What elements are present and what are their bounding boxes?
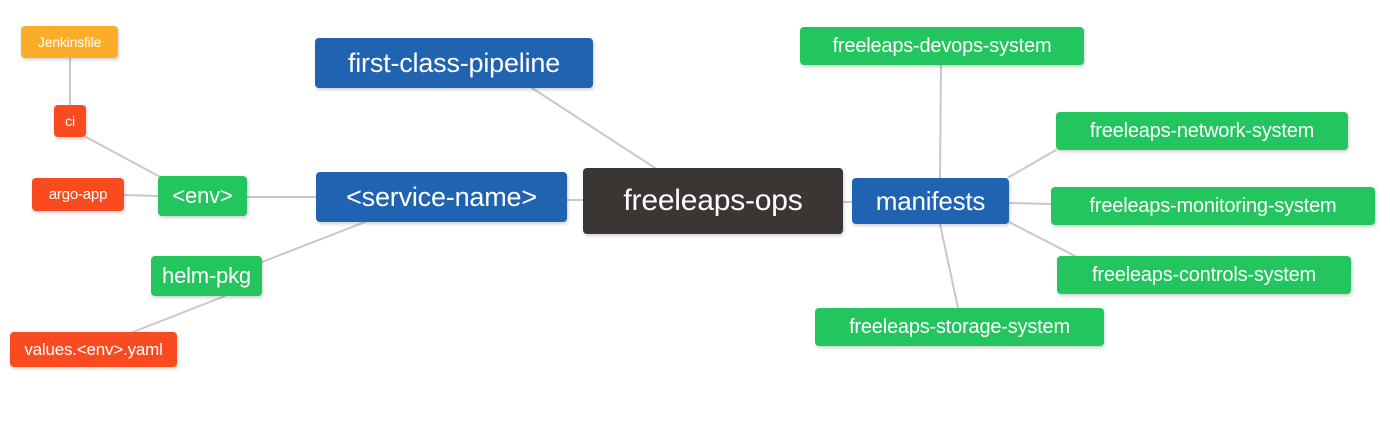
node-freeleaps-ops[interactable]: freeleaps-ops: [583, 168, 843, 234]
node-values-yaml[interactable]: values.<env>.yaml: [10, 332, 177, 367]
edge-ci-to-env: [85, 136, 163, 179]
node-label-helm-pkg: helm-pkg: [162, 263, 251, 288]
node-ci[interactable]: ci: [54, 105, 86, 137]
edge-first-class-pipeline-to-freeleaps-ops: [531, 87, 656, 169]
node-label-env: <env>: [172, 183, 233, 208]
node-label-first-class-pipeline: first-class-pipeline: [347, 47, 561, 78]
node-env[interactable]: <env>: [158, 176, 247, 216]
edge-helm-pkg-to-values-yaml: [132, 295, 226, 333]
node-argo-app[interactable]: argo-app: [32, 178, 124, 211]
node-first-class-pipeline[interactable]: first-class-pipeline: [315, 38, 593, 88]
edge-manifests-to-freeleaps-network-system: [1008, 149, 1057, 178]
node-label-freeleaps-monitoring-system: freeleaps-monitoring-system: [1089, 195, 1337, 217]
edge-manifests-to-freeleaps-controls-system: [1008, 221, 1076, 257]
node-label-service-name: <service-name>: [346, 181, 537, 212]
edge-service-name-to-helm-pkg: [261, 221, 366, 263]
node-label-ci: ci: [65, 113, 75, 129]
node-label-jenkinsfile: Jenkinsfile: [37, 34, 102, 50]
node-service-name[interactable]: <service-name>: [316, 172, 567, 222]
node-manifests[interactable]: manifests: [852, 178, 1009, 224]
edge-manifests-to-freeleaps-storage-system: [939, 223, 959, 309]
node-label-values-yaml: values.<env>.yaml: [24, 340, 163, 359]
node-label-freeleaps-storage-system: freeleaps-storage-system: [849, 316, 1070, 338]
node-freeleaps-monitoring-system[interactable]: freeleaps-monitoring-system: [1051, 187, 1375, 225]
node-freeleaps-controls-system[interactable]: freeleaps-controls-system: [1057, 256, 1351, 294]
node-label-argo-app: argo-app: [48, 186, 108, 203]
node-freeleaps-storage-system[interactable]: freeleaps-storage-system: [815, 308, 1104, 346]
node-label-manifests: manifests: [875, 186, 986, 216]
node-label-freeleaps-controls-system: freeleaps-controls-system: [1092, 264, 1316, 286]
node-label-freeleaps-devops-system: freeleaps-devops-system: [832, 35, 1052, 57]
edge-argo-app-to-env: [123, 194, 159, 197]
node-freeleaps-network-system[interactable]: freeleaps-network-system: [1056, 112, 1348, 150]
node-jenkinsfile[interactable]: Jenkinsfile: [21, 26, 118, 58]
node-label-freeleaps-ops: freeleaps-ops: [623, 184, 803, 217]
node-label-freeleaps-network-system: freeleaps-network-system: [1089, 120, 1315, 142]
node-helm-pkg[interactable]: helm-pkg: [151, 256, 262, 296]
edge-manifests-to-freeleaps-monitoring-system: [1008, 202, 1052, 205]
node-freeleaps-devops-system[interactable]: freeleaps-devops-system: [800, 27, 1084, 65]
edge-manifests-to-freeleaps-devops-system: [939, 64, 942, 179]
